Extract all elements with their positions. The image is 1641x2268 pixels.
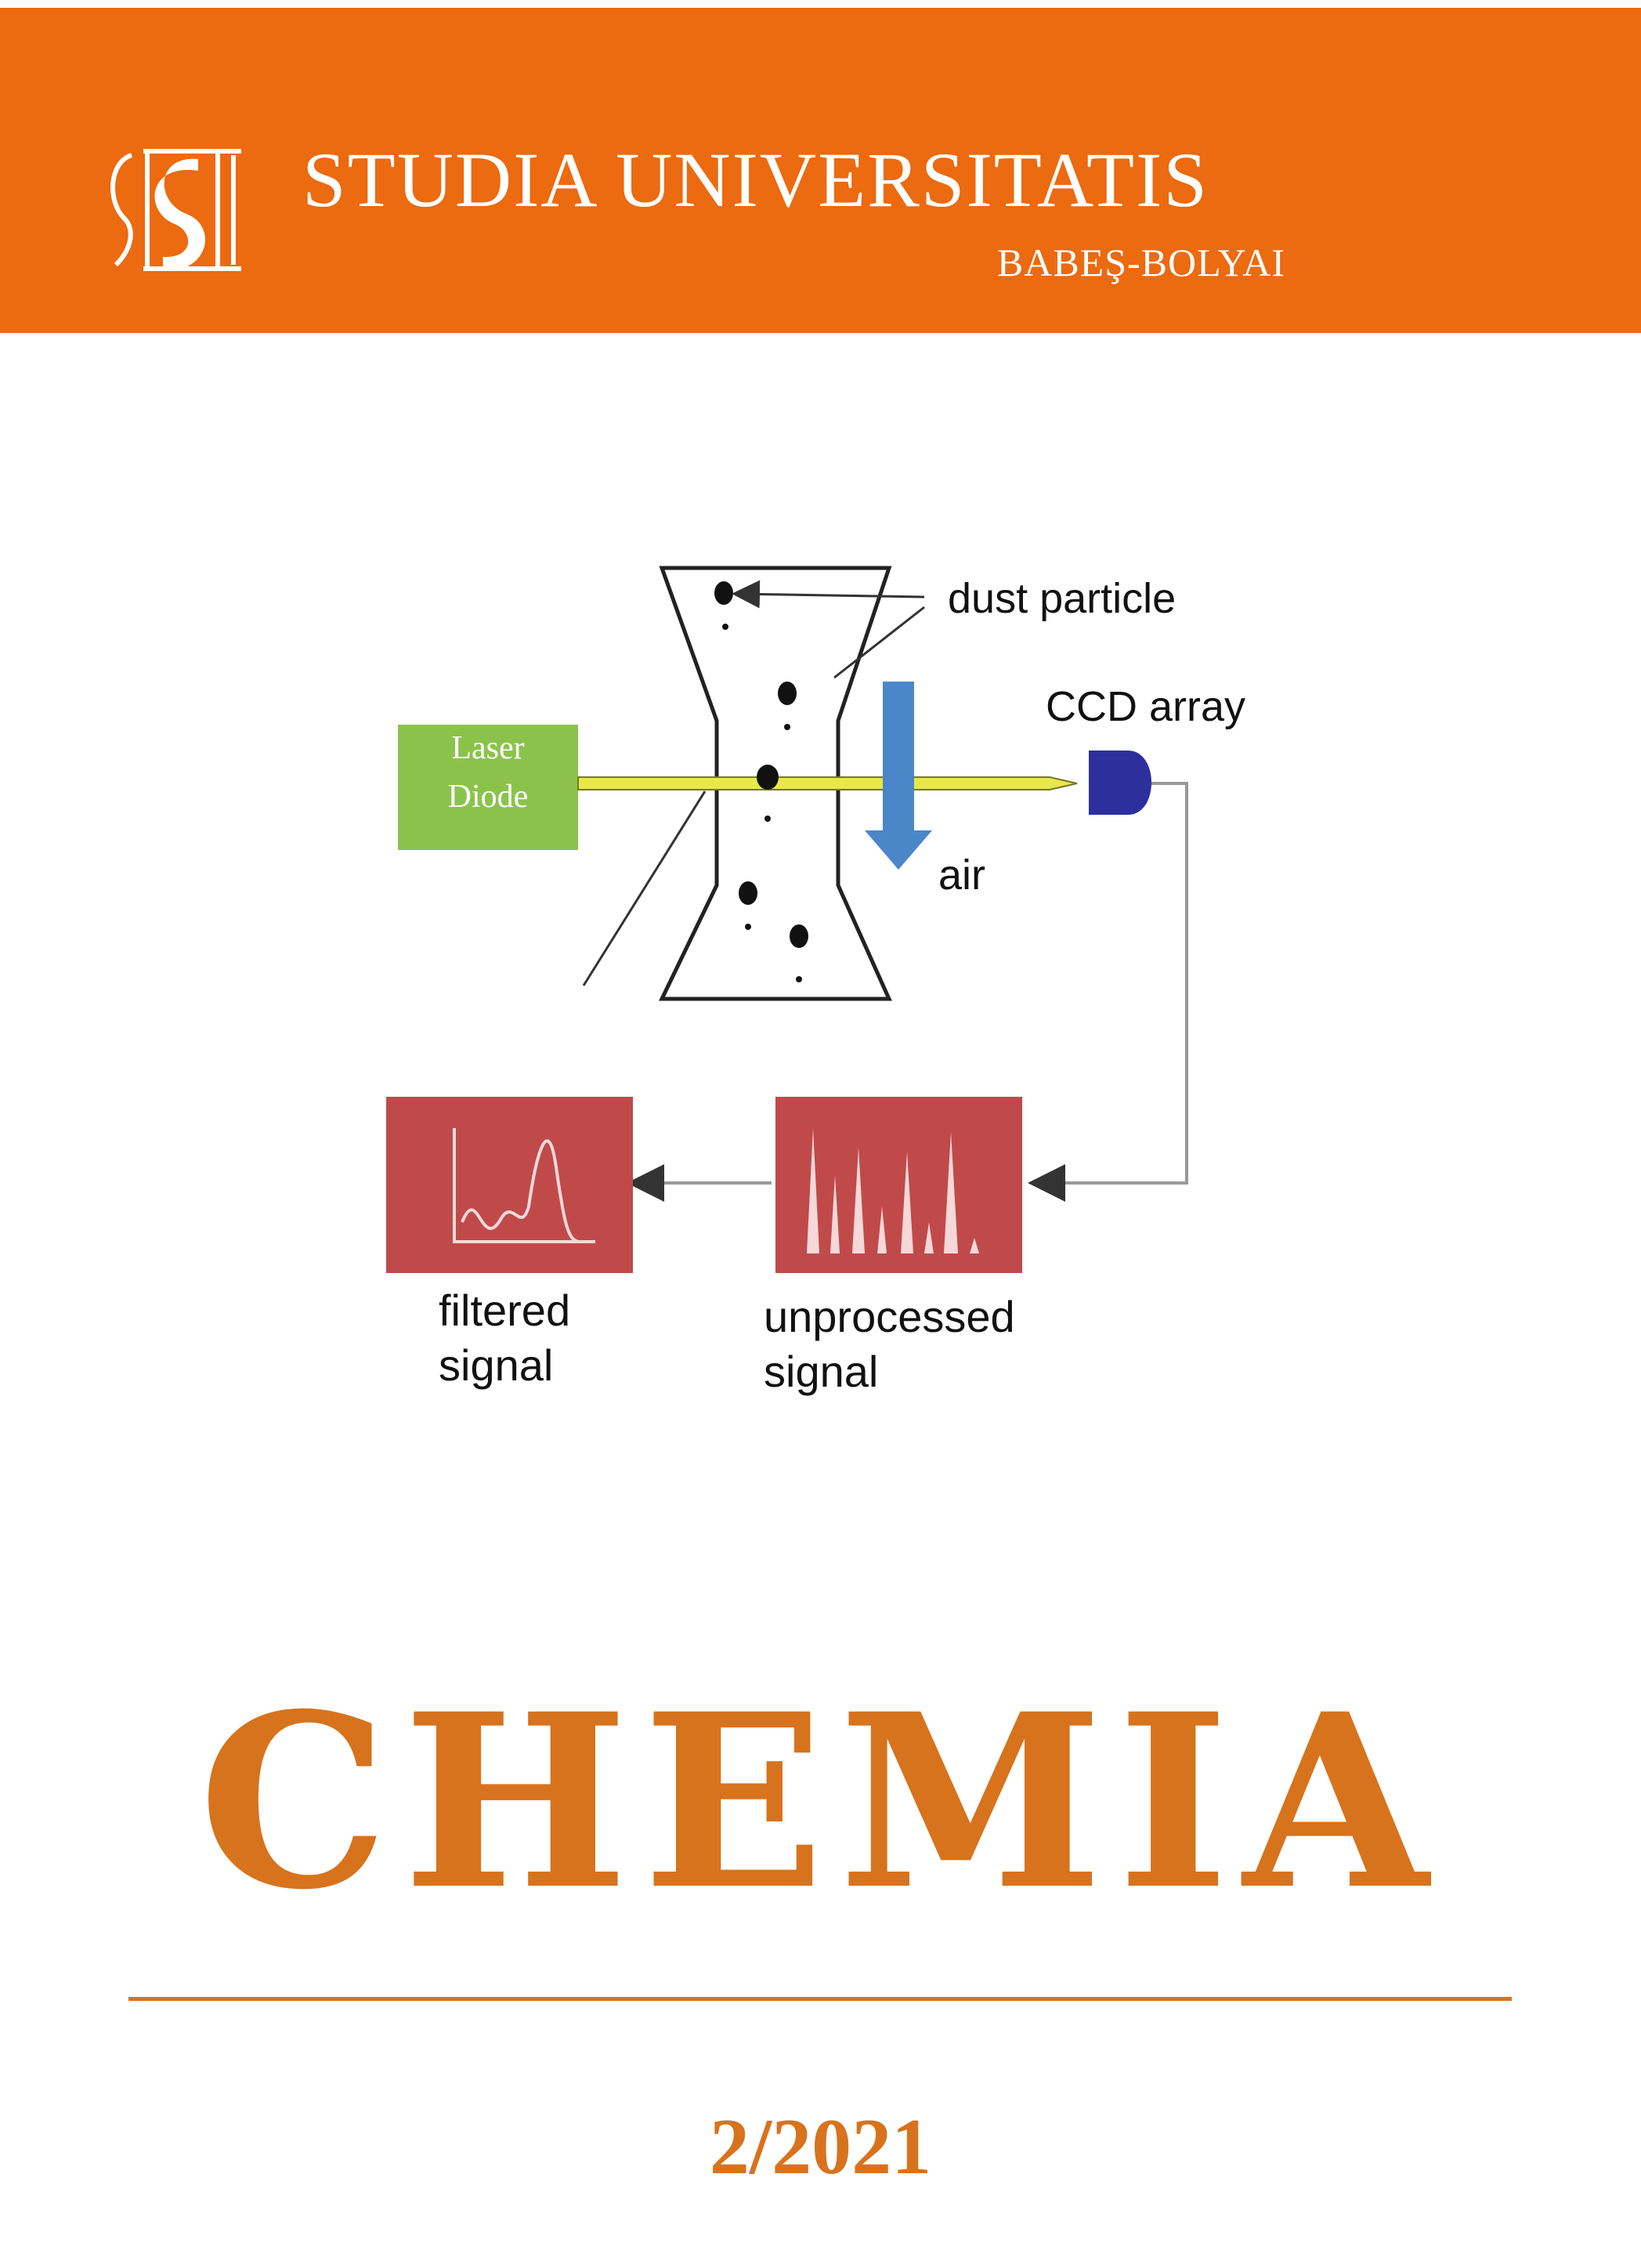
unprocessed-label-line2: signal [764, 1347, 878, 1396]
ccd-array-label: CCD array [1046, 683, 1245, 730]
ccd-detector-icon [1089, 751, 1151, 815]
air-arrow [865, 682, 932, 870]
filtered-signal-box [386, 1097, 633, 1273]
dust-particle-label: dust particle [948, 575, 1176, 622]
header-band: STUDIA UNIVERSITATIS BABEŞ-BOLYAI [0, 8, 1641, 333]
hourglass-chamber [659, 566, 892, 1001]
journal-subtitle: BABEŞ-BOLYAI [996, 241, 1285, 284]
unprocessed-label-line1: unprocessed [764, 1292, 1015, 1341]
air-label: air [938, 852, 985, 899]
dust-particles [714, 581, 808, 982]
laser-label-line2: Diode [448, 779, 529, 815]
divider-rule [128, 1997, 1512, 2001]
journal-title: STUDIA UNIVERSITATIS [302, 136, 1209, 223]
laser-diode-box [398, 725, 578, 850]
laser-label-line1: Laser [451, 730, 524, 766]
studia-logo-icon [110, 149, 241, 272]
laser-beam [577, 776, 1078, 790]
section-title: CHEMIA [198, 1662, 1443, 1942]
issue-number: 2/2021 [709, 2103, 932, 2191]
filtered-label-line1: filtered [439, 1286, 570, 1335]
unprocessed-signal-box [775, 1097, 1022, 1273]
filtered-label-line2: signal [439, 1340, 553, 1390]
